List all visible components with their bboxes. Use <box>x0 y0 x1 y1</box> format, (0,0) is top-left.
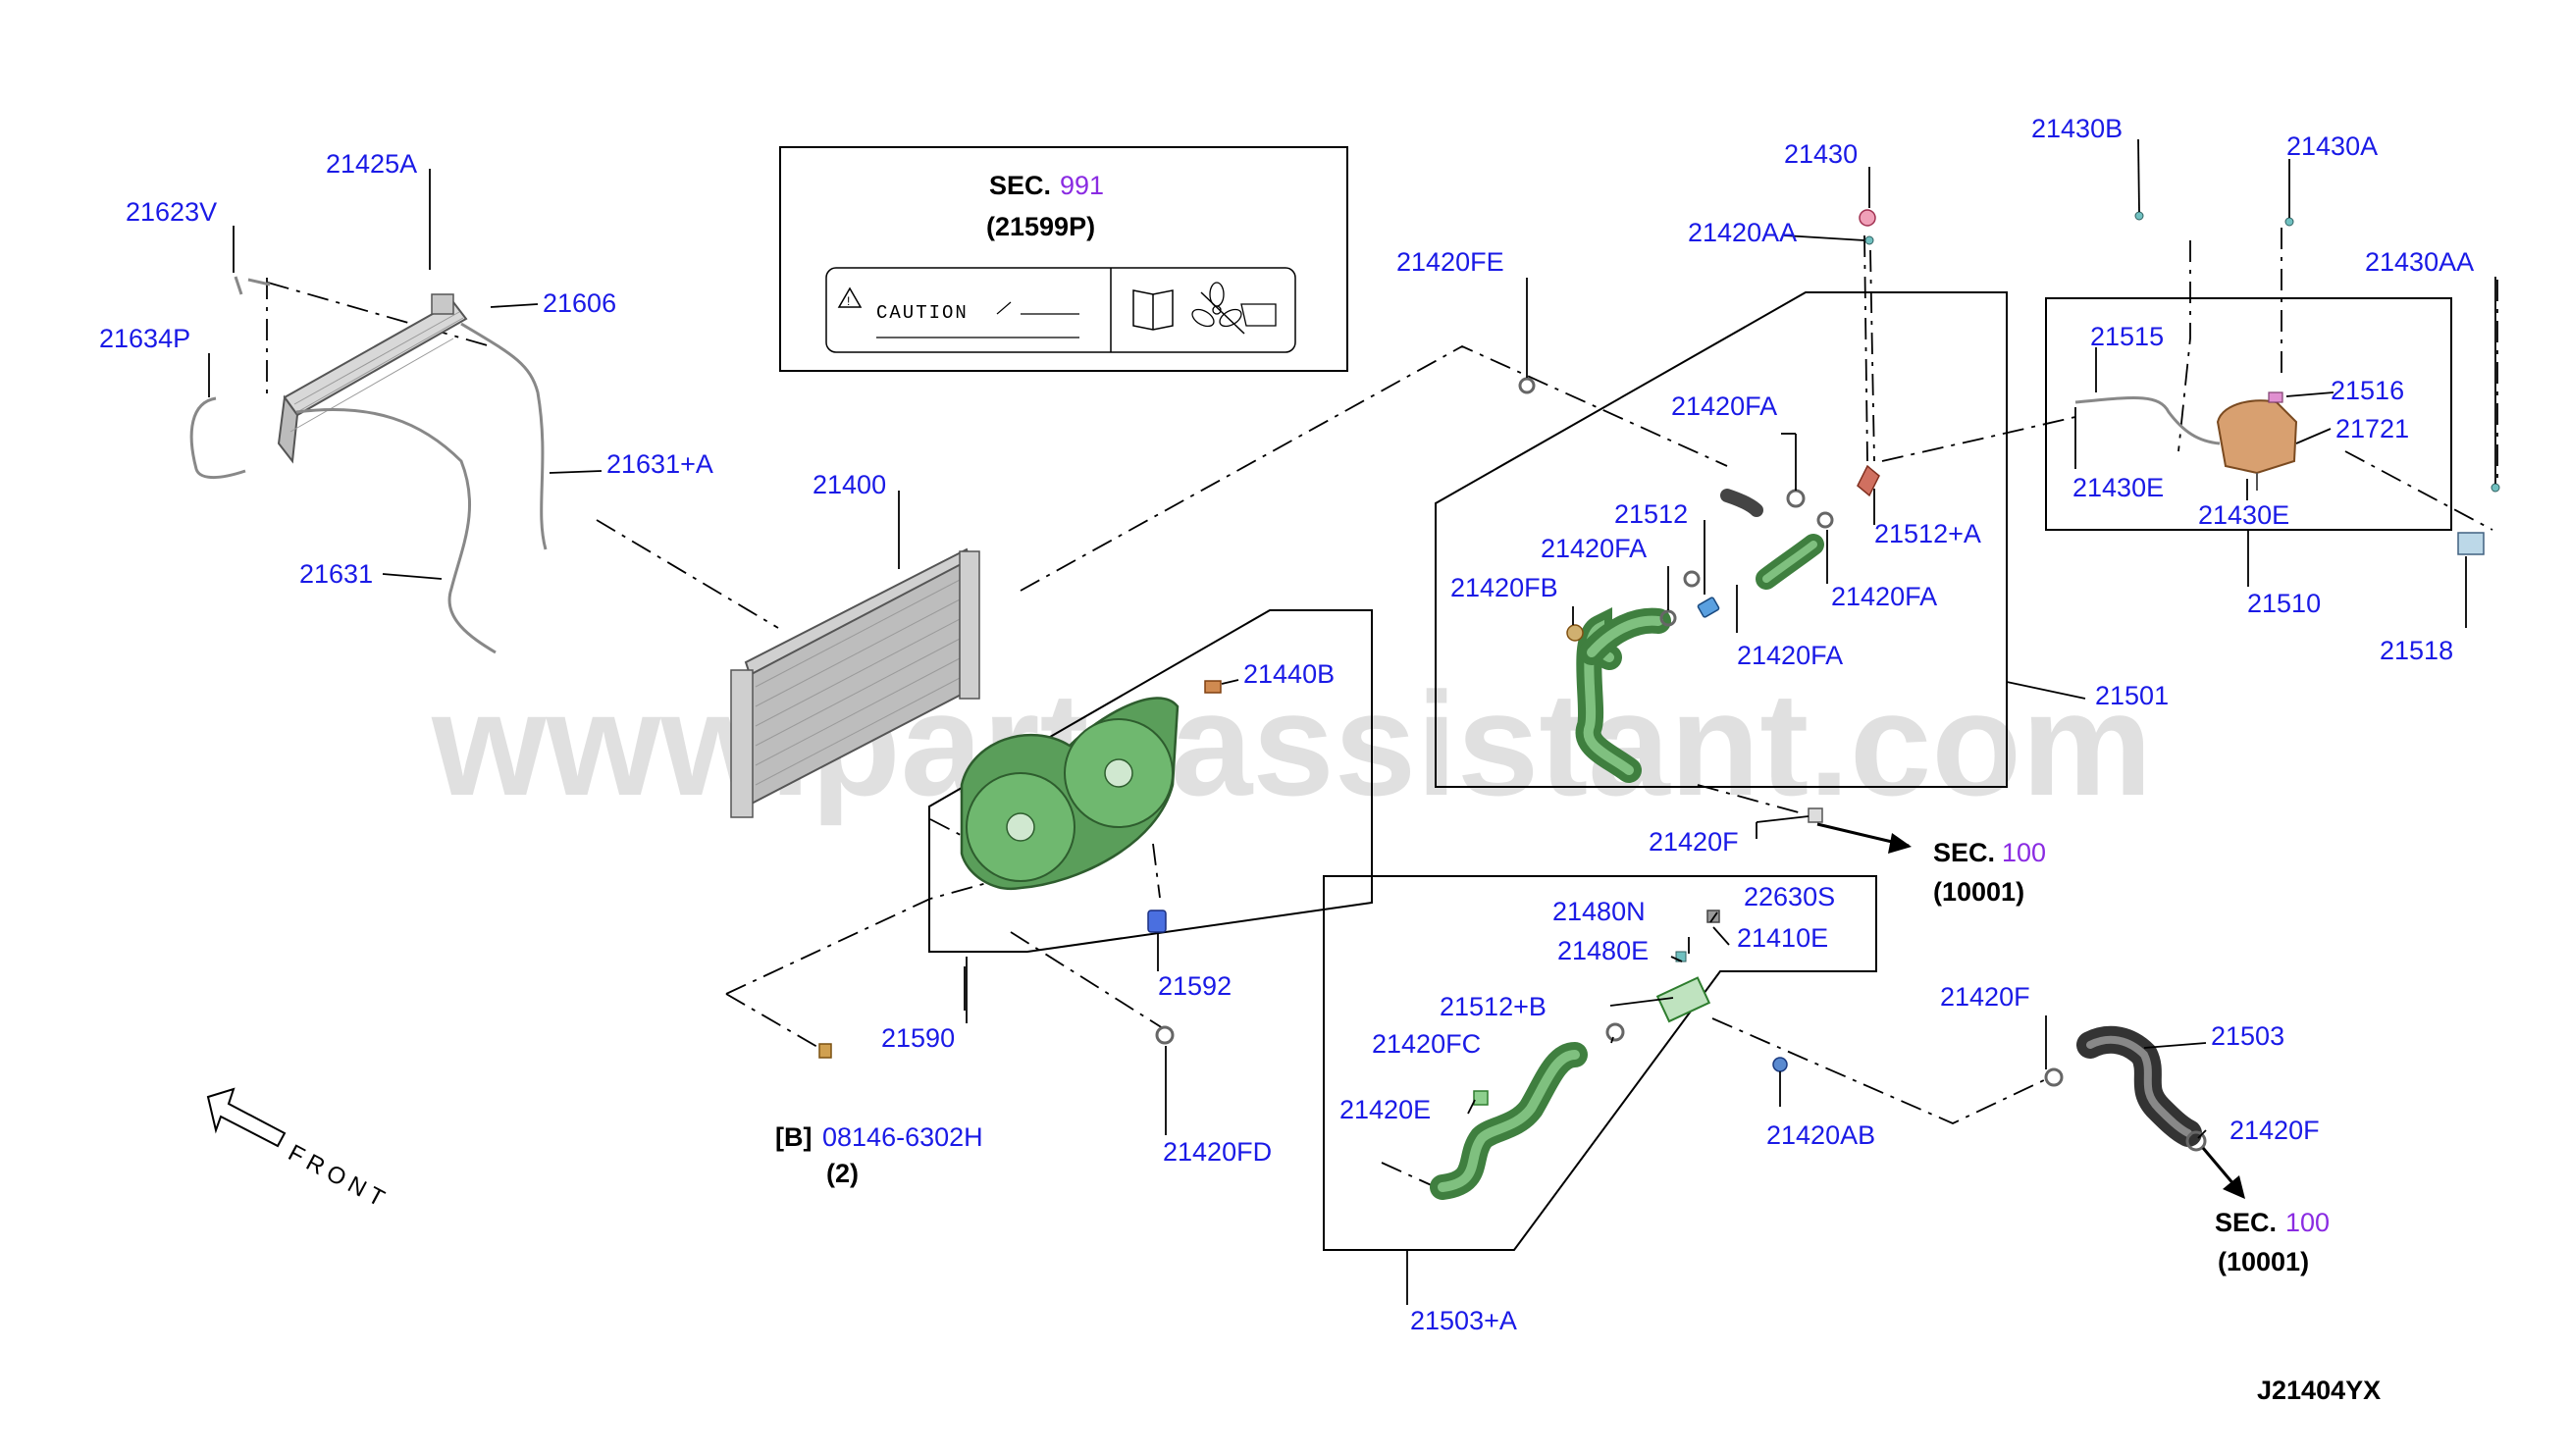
label-21512[interactable]: 21512 <box>1614 499 1688 529</box>
bolt-08146-6302H[interactable] <box>818 1043 832 1059</box>
watermark-text: www.partsassistant.com <box>431 661 2152 826</box>
caution-text: CAUTION <box>876 302 969 324</box>
sec100-ref-2: SEC. 100 (10001) <box>2215 1208 2330 1276</box>
label-21634P[interactable]: 21634P <box>99 324 190 353</box>
label-21425A[interactable]: 21425A <box>326 149 417 179</box>
fan-group-21590-box <box>928 609 1373 953</box>
oil-cooler-21606[interactable] <box>277 293 468 464</box>
label-21420F-1[interactable]: 21420F <box>1649 827 1739 857</box>
reservoir-tank-21510[interactable] <box>2074 211 2500 555</box>
label-21420AA[interactable]: 21420AA <box>1688 218 1797 247</box>
sec-991-number[interactable]: 991 <box>1060 171 1104 200</box>
radiator-hose-21501-parts[interactable] <box>1518 209 1880 823</box>
manual-book-icon <box>1132 289 1174 331</box>
label-21623V[interactable]: 21623V <box>126 197 217 227</box>
part-labels: 21425A 21623V 21606 21634P 21631+A 21631… <box>99 114 2474 1335</box>
label-21420FA-4[interactable]: 21420FA <box>1737 641 1843 670</box>
label-21440B[interactable]: 21440B <box>1243 659 1335 689</box>
svg-text:!: ! <box>847 294 850 308</box>
caution-label-box: SEC. 991 (21599P) ! CAUTION <box>779 146 1348 372</box>
radiator-21400[interactable] <box>730 547 980 818</box>
label-21480N[interactable]: 21480N <box>1552 897 1646 926</box>
label-21592[interactable]: 21592 <box>1158 971 1232 1001</box>
sec100-2-number[interactable]: 100 <box>2285 1208 2330 1237</box>
label-21515[interactable]: 21515 <box>2090 322 2164 351</box>
hose-group-21501-box <box>1435 291 2008 788</box>
sec100-1-number[interactable]: 100 <box>2002 838 2046 867</box>
label-21420FD[interactable]: 21420FD <box>1163 1137 1272 1167</box>
label-21420FA-1[interactable]: 21420FA <box>1671 391 1777 421</box>
label-22630S[interactable]: 22630S <box>1744 882 1835 911</box>
sec100-1-prefix: SEC. <box>1933 838 1995 867</box>
diagram-code: J21404YX <box>2257 1376 2381 1405</box>
label-21420E[interactable]: 21420E <box>1339 1095 1431 1124</box>
sec-991-prefix: SEC. <box>989 171 1051 200</box>
bolt-quantity: (2) <box>826 1159 859 1188</box>
sec100-ref-1: SEC. 100 (10001) <box>1933 838 2046 907</box>
fan-warning-icon <box>1191 282 1277 335</box>
label-21503A[interactable]: 21503+A <box>1410 1306 1517 1335</box>
label-21518[interactable]: 21518 <box>2380 636 2453 665</box>
sec100-2-ref: (10001) <box>2218 1247 2309 1276</box>
label-21430[interactable]: 21430 <box>1784 139 1858 169</box>
label-21430E-1[interactable]: 21430E <box>2072 473 2164 502</box>
heater-hose-21503A-parts[interactable] <box>1430 910 1788 1200</box>
label-21631A[interactable]: 21631+A <box>606 449 713 479</box>
label-21430B[interactable]: 21430B <box>2031 114 2123 143</box>
label-21606[interactable]: 21606 <box>543 288 616 318</box>
solid-leader-lines <box>208 138 2496 1305</box>
clamp-21420FD[interactable] <box>1155 1025 1175 1045</box>
front-label: FRONT <box>284 1139 393 1215</box>
label-21420FA-3[interactable]: 21420FA <box>1831 582 1937 611</box>
bolt-bracket-label: [B] <box>775 1122 812 1152</box>
label-21420AB[interactable]: 21420AB <box>1766 1120 1875 1150</box>
label-21430AA[interactable]: 21430AA <box>2365 247 2474 277</box>
label-21631[interactable]: 21631 <box>299 559 373 589</box>
label-21420F-2[interactable]: 21420F <box>1940 982 2030 1012</box>
fan-resistor-21592[interactable] <box>1147 910 1167 933</box>
sec100-2-prefix: SEC. <box>2215 1208 2277 1237</box>
label-21400[interactable]: 21400 <box>813 470 886 499</box>
label-21420FA-2[interactable]: 21420FA <box>1541 534 1647 563</box>
sec-991-part-ref: (21599P) <box>986 212 1095 241</box>
label-21590[interactable]: 21590 <box>881 1023 955 1053</box>
cooler-hose-21631[interactable] <box>295 322 548 654</box>
heater-hose-21503[interactable] <box>2044 1025 2207 1152</box>
sec100-arrows <box>1816 822 2245 1199</box>
warning-triangle-icon: ! <box>837 286 863 308</box>
label-21420F-3[interactable]: 21420F <box>2229 1116 2320 1145</box>
front-direction-arrow: FRONT <box>206 1087 393 1215</box>
cooler-hose-21634P[interactable] <box>189 276 271 479</box>
hose-group-21503A-box <box>1323 875 1877 1251</box>
label-21501[interactable]: 21501 <box>2095 681 2169 710</box>
label-21516[interactable]: 21516 <box>2331 376 2404 405</box>
label-21420FE[interactable]: 21420FE <box>1396 247 1504 277</box>
bolt-note: [B] 08146-6302H (2) <box>775 1122 983 1188</box>
label-21420FC[interactable]: 21420FC <box>1372 1029 1481 1059</box>
label-21721[interactable]: 21721 <box>2335 414 2409 443</box>
label-21430E-2[interactable]: 21430E <box>2198 500 2289 530</box>
connector-21440B[interactable] <box>1204 680 1222 694</box>
label-21512B[interactable]: 21512+B <box>1440 992 1547 1021</box>
label-21503[interactable]: 21503 <box>2211 1021 2284 1051</box>
dashed-reference-lines <box>266 228 2498 1188</box>
fan-shroud-21590[interactable] <box>960 697 1180 891</box>
bolt-part-number[interactable]: 08146-6302H <box>822 1122 983 1152</box>
label-21430A[interactable]: 21430A <box>2286 131 2378 161</box>
label-21480E[interactable]: 21480E <box>1557 936 1649 965</box>
label-21420FB[interactable]: 21420FB <box>1450 573 1558 602</box>
label-21510[interactable]: 21510 <box>2247 589 2321 618</box>
sec100-1-ref: (10001) <box>1933 877 2024 907</box>
label-21512A[interactable]: 21512+A <box>1874 519 1981 548</box>
label-21410E[interactable]: 21410E <box>1737 923 1828 953</box>
